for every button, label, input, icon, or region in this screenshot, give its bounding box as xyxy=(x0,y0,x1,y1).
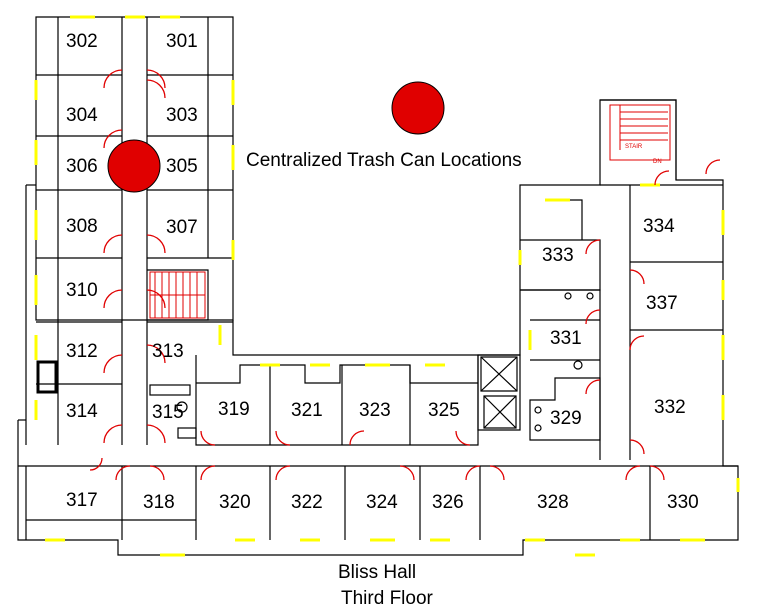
room-303: 303 xyxy=(166,105,198,126)
stair-dn-label: DN xyxy=(653,159,662,165)
room-321: 321 xyxy=(291,400,323,421)
room-308: 308 xyxy=(66,216,98,237)
stair-label: STAIR xyxy=(625,144,643,150)
room-328: 328 xyxy=(537,492,569,513)
room-304: 304 xyxy=(66,105,98,126)
room-326: 326 xyxy=(432,492,464,513)
room-301: 301 xyxy=(166,31,198,52)
room-314: 314 xyxy=(66,401,98,422)
room-325: 325 xyxy=(428,400,460,421)
trash-can-legend-marker xyxy=(391,81,445,135)
room-313: 313 xyxy=(152,341,184,362)
room-labels: 302 301 304 303 306 305 308 307 310 312 … xyxy=(66,31,699,513)
room-317: 317 xyxy=(66,490,98,511)
room-322: 322 xyxy=(291,492,323,513)
room-330: 330 xyxy=(667,492,699,513)
room-307: 307 xyxy=(166,217,198,238)
room-323: 323 xyxy=(359,400,391,421)
room-318: 318 xyxy=(143,492,175,513)
stair-east: STAIR DN xyxy=(609,104,671,165)
room-306: 306 xyxy=(66,156,98,177)
restroom-fixtures xyxy=(36,292,594,439)
legend-label: Centralized Trash Can Locations xyxy=(246,150,522,171)
stair-west xyxy=(149,271,206,319)
building-name: Bliss Hall xyxy=(338,562,417,583)
room-315: 315 xyxy=(152,402,184,423)
room-337: 337 xyxy=(646,293,678,314)
room-302: 302 xyxy=(66,31,98,52)
windows xyxy=(34,15,740,557)
doors xyxy=(89,69,721,481)
room-312: 312 xyxy=(66,341,98,362)
room-324: 324 xyxy=(366,492,398,513)
room-331: 331 xyxy=(550,328,582,349)
room-305: 305 xyxy=(166,156,198,177)
room-320: 320 xyxy=(219,492,251,513)
room-332: 332 xyxy=(654,397,686,418)
room-319: 319 xyxy=(218,399,250,420)
room-333: 333 xyxy=(542,245,574,266)
floor-name: Third Floor xyxy=(341,588,433,609)
building-walls xyxy=(17,16,739,556)
room-329: 329 xyxy=(550,408,582,429)
trash-can-marker-corridor xyxy=(107,139,161,193)
room-334: 334 xyxy=(643,216,675,237)
room-310: 310 xyxy=(66,280,98,301)
